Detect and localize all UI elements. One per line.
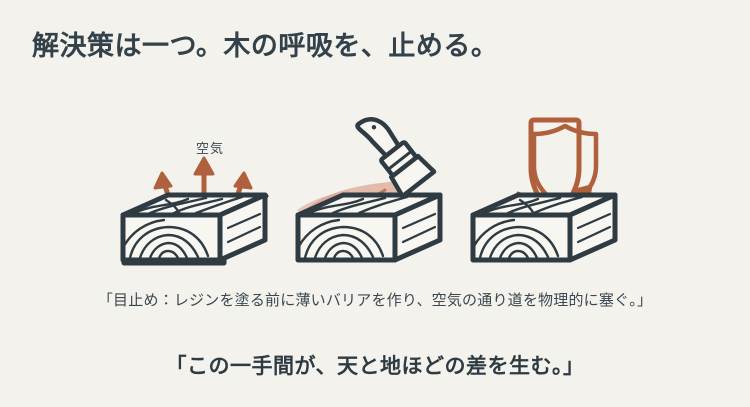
panel-air-blocked-shield <box>460 100 660 280</box>
wood-grain-top <box>134 195 244 216</box>
wood-block-icon <box>295 192 443 263</box>
paintbrush-icon <box>355 117 437 199</box>
sealing-illustration <box>295 117 443 263</box>
caption-text: 「目止め：レジンを塗る前に薄いバリアを作り、空気の通り道を物理的に塞ぐ。」 <box>97 292 653 309</box>
wood-grain-front <box>472 218 560 260</box>
air-label: 空気 <box>195 141 224 156</box>
panel-wood-breathing: 空気 <box>110 100 310 280</box>
brush-hang-hole <box>371 125 377 130</box>
panel-sealing-brush <box>285 100 485 280</box>
wood-grain-front <box>297 218 385 260</box>
page-title: 解決策は一つ。木の呼吸を、止める。 <box>32 31 499 61</box>
shield-illustration <box>470 117 618 263</box>
wood-breathing-illustration <box>120 156 269 266</box>
wood-grain-top <box>484 195 584 216</box>
kicker-text: 「この一手間が、天と地ほどの差を生む。」 <box>165 355 585 378</box>
wood-grain-side <box>226 212 262 244</box>
wood-block-icon <box>470 192 618 263</box>
illustration-row: 空気 <box>0 100 750 280</box>
wood-grain-side <box>576 212 612 244</box>
wood-grain-front <box>122 218 210 260</box>
wood-grain-side <box>401 212 437 244</box>
